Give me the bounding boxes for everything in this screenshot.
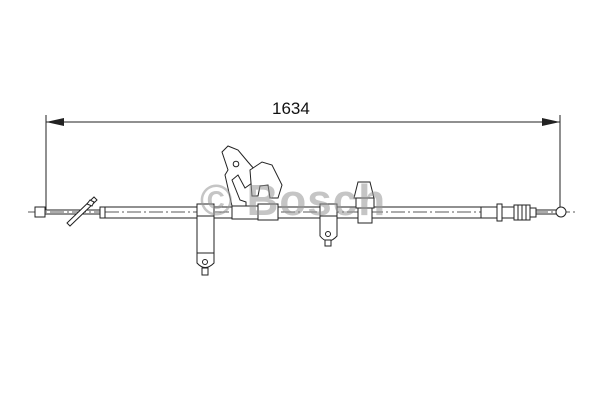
watermark: © Bosch: [200, 176, 387, 225]
mounting-bracket: [319, 203, 338, 247]
left-cable-end: [34, 196, 106, 227]
mounting-clip: [221, 145, 283, 221]
dimension-label: 1634: [272, 99, 310, 118]
grommet-clip: [353, 181, 375, 224]
dimension-line: [46, 118, 560, 126]
right-cable-end: [480, 203, 567, 222]
mounting-bracket: [196, 203, 215, 276]
